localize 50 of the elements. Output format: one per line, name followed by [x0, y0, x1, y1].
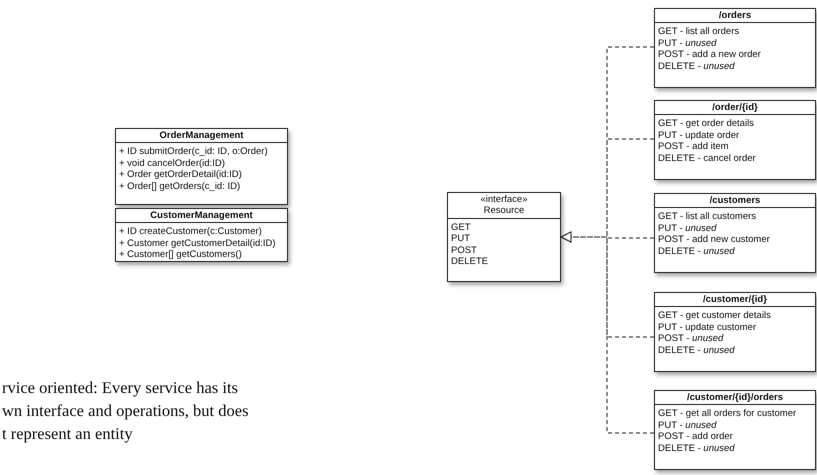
method-text: DELETE - unused: [658, 442, 736, 454]
method-text: PUT - update customer: [658, 322, 758, 334]
method-text: POST - add item: [658, 141, 730, 153]
operation-text: + ID submitOrder(c_id: ID, o:Order): [119, 146, 269, 158]
class-name: /customers: [708, 195, 762, 206]
operation-text: + Order[] getOrders(c_id: ID): [119, 180, 242, 192]
class-box: [654, 193, 816, 273]
method-text: DELETE: [451, 256, 489, 268]
method-text: GET - get customer details: [658, 310, 772, 322]
method-text: PUT - unused: [658, 222, 718, 234]
operation-text: + Customer getCustomerDetail(id:ID): [119, 238, 277, 250]
method-text: GET - list all customers: [658, 211, 758, 223]
method-text: GET - list all orders: [658, 26, 740, 38]
class-name: /customer/{id}: [702, 294, 768, 306]
dependency-arrow: [560, 232, 654, 434]
method-text: POST - unused: [658, 333, 724, 345]
method-text: GET - get order details: [658, 118, 755, 130]
operation-text: + Order getOrderDetail(id:ID): [119, 169, 243, 181]
class-name: Resource: [482, 205, 526, 217]
class-box: [654, 292, 816, 372]
stereotype-text: «interface»: [479, 194, 528, 206]
method-text: DELETE - cancel order: [658, 152, 757, 164]
method-text: POST - add new customer: [658, 234, 771, 246]
class-name: /order/{id}: [711, 102, 759, 114]
method-text: POST - add order: [658, 431, 734, 443]
class-name: CustomerManagement: [149, 210, 254, 222]
method-text: POST - add a new order: [658, 49, 762, 61]
method-text: DELETE - unused: [658, 60, 736, 72]
class-box: [447, 192, 561, 282]
class-box: [654, 8, 816, 88]
class-name: OrderManagement: [158, 130, 244, 142]
method-text: DELETE - unused: [658, 246, 736, 257]
operation-text: + void cancelOrder(id:ID): [119, 158, 226, 170]
class-name: /orders: [718, 10, 752, 22]
method-text: PUT: [451, 233, 471, 245]
method-text: DELETE - unused: [658, 344, 736, 356]
class-box: [654, 390, 816, 470]
method-text: PUT - update order: [658, 130, 740, 142]
method-text: PUT - unused: [658, 420, 718, 432]
method-text: POST: [451, 244, 478, 256]
class-name: /customer/{id}/orders: [686, 392, 784, 404]
operation-text: + Customer[] getCustomers(): [119, 249, 243, 261]
method-text: GET - get all orders for customer: [658, 408, 798, 420]
class-box: [115, 128, 288, 205]
class-box: [115, 208, 288, 262]
note-text: rvice oriented: Every service has its wn interface and operations, but does t represent an entity: [2, 377, 250, 445]
method-text: GET: [451, 222, 472, 234]
method-text: PUT - unused: [658, 38, 718, 50]
operation-text: + ID createCustomer(c:Customer): [119, 226, 263, 238]
class-box: [654, 100, 816, 180]
